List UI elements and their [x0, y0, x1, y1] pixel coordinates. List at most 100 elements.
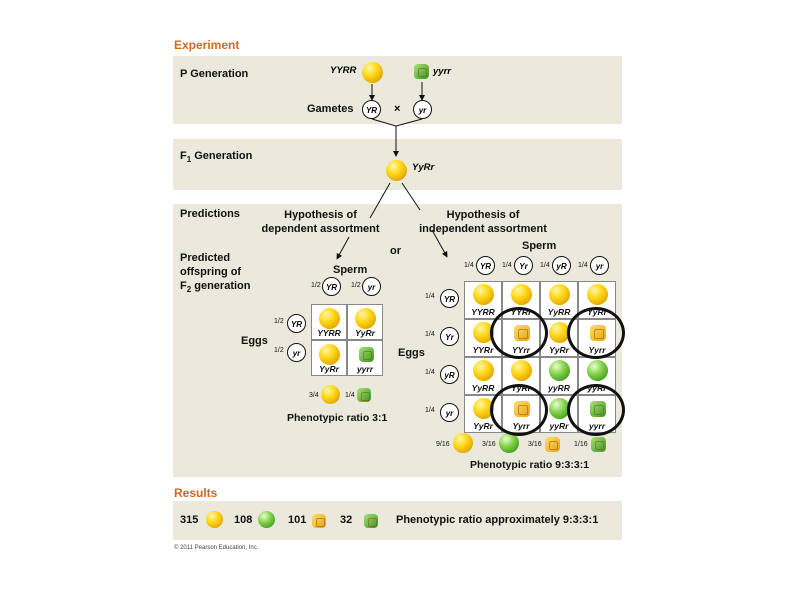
gamete-left: YR	[362, 100, 381, 119]
sperm-fraction: 1/4	[540, 262, 550, 269]
cell-genotype: YYRR	[317, 328, 341, 338]
independent-sperm-label: Sperm	[522, 240, 557, 252]
ratio-fraction: 1/4	[345, 392, 355, 399]
punnett-cell: YyRR	[540, 281, 578, 319]
punnett-cell: YyRR	[464, 357, 502, 395]
emphasis-circle	[567, 307, 625, 359]
sperm-allele: yR	[552, 256, 571, 275]
yellow-round-pea-icon	[549, 284, 570, 305]
cell-genotype: YyRR	[547, 307, 571, 317]
sperm-allele: YR	[322, 277, 341, 296]
yellow-round-pea-icon	[473, 398, 494, 419]
egg-fraction: 1/4	[425, 331, 435, 338]
ratio-fraction: 9/16	[436, 441, 450, 448]
copyright-text: © 2011 Pearson Education, Inc.	[174, 545, 259, 551]
egg-allele: yR	[440, 365, 459, 384]
egg-fraction: 1/2	[274, 347, 284, 354]
gamete-right: yr	[413, 100, 432, 119]
cell-genotype: yyRR	[548, 383, 570, 393]
yellow-round-pea-icon	[473, 360, 494, 381]
punnett-cell: YYRR	[464, 281, 502, 319]
cell-genotype: yyrr	[356, 364, 374, 374]
or-label: or	[390, 245, 401, 257]
green-wrinkled-pea-icon	[359, 347, 374, 362]
f1-label: F1 Generation	[180, 150, 253, 165]
independent-ratio-text: Phenotypic ratio 9:3:3:1	[470, 459, 590, 471]
punnett-cell: YYRR	[311, 304, 347, 340]
yellow-round-pea-icon	[319, 344, 340, 365]
dependent-sperm-label: Sperm	[333, 264, 368, 276]
punnett-cell: yyRR	[540, 357, 578, 395]
yellow-round-pea-icon	[319, 308, 340, 329]
yellow-round-pea-icon	[355, 308, 376, 329]
gametes-label: Gametes	[307, 103, 354, 115]
egg-allele: yr	[440, 403, 459, 422]
sperm-allele: yr	[362, 277, 381, 296]
punnett-cell: YyRr	[311, 340, 347, 376]
sperm-allele: Yr	[514, 256, 533, 275]
emphasis-circle	[490, 384, 548, 436]
green-wrinkled-pea-icon	[414, 64, 429, 79]
cross-symbol: ×	[394, 103, 401, 115]
yellow-wrinkled-pea-icon	[312, 514, 326, 528]
cell-genotype: YyRr	[473, 421, 493, 431]
result-count: 101	[288, 514, 307, 526]
sperm-fraction: 1/4	[578, 262, 588, 269]
egg-fraction: 1/4	[425, 407, 435, 414]
yellow-round-pea-icon	[511, 284, 532, 305]
green-round-pea-icon	[258, 511, 275, 528]
f1-yellow-round-pea-icon	[386, 160, 407, 181]
green-wrinkled-pea-icon	[357, 388, 371, 402]
sperm-fraction: 1/4	[502, 262, 512, 269]
egg-allele: YR	[440, 289, 459, 308]
green-wrinkled-pea-icon	[364, 514, 378, 528]
yellow-round-pea-icon	[473, 284, 494, 305]
yellow-round-pea-icon	[453, 433, 473, 453]
sperm-fraction: 1/4	[464, 262, 474, 269]
dependent-ratio-text: Phenotypic ratio 3:1	[287, 412, 388, 424]
sperm-fraction: 1/2	[311, 282, 321, 289]
result-count: 32	[340, 514, 353, 526]
yellow-round-pea-icon	[321, 385, 340, 404]
cell-genotype: YyRR	[471, 383, 495, 393]
results-title: Results	[174, 486, 218, 500]
cell-genotype: yyRr	[549, 421, 569, 431]
green-round-pea-icon	[549, 360, 570, 381]
ratio-fraction: 3/16	[482, 441, 496, 448]
punnett-cell: YyRr	[347, 304, 383, 340]
green-round-pea-icon	[549, 398, 570, 419]
emphasis-circle	[567, 384, 625, 436]
predictions-label: Predictions	[180, 208, 240, 220]
egg-fraction: 1/2	[274, 318, 284, 325]
egg-fraction: 1/4	[425, 369, 435, 376]
result-count: 108	[234, 514, 253, 526]
yellow-round-pea-icon	[549, 322, 570, 343]
ratio-fraction: 3/16	[528, 441, 542, 448]
yellow-round-pea-icon	[511, 360, 532, 381]
yellow-round-pea-icon	[362, 62, 383, 83]
dependent-eggs-label: Eggs	[241, 335, 268, 347]
result-count: 315	[180, 514, 199, 526]
yellow-round-pea-icon	[473, 322, 494, 343]
yellow-round-pea-icon	[587, 284, 608, 305]
yellow-round-pea-icon	[206, 511, 223, 528]
green-wrinkled-pea-icon	[591, 437, 606, 452]
egg-allele: Yr	[440, 327, 459, 346]
sperm-fraction: 1/2	[351, 282, 361, 289]
cell-genotype: YyRr	[549, 345, 569, 355]
p-generation-panel	[173, 56, 622, 124]
emphasis-circle	[490, 307, 548, 359]
predicted-offspring-label: Predicted offspring of F2 generation	[180, 252, 251, 295]
results-panel	[173, 501, 622, 540]
sperm-allele: YR	[476, 256, 495, 275]
experiment-title: Experiment	[174, 38, 240, 52]
independent-eggs-label: Eggs	[398, 347, 425, 359]
yellow-wrinkled-pea-icon	[545, 437, 560, 452]
cell-genotype: YYRr	[472, 345, 494, 355]
egg-allele: yr	[287, 343, 306, 362]
p-right-genotype: yyrr	[433, 66, 451, 77]
p-left-genotype: YYRR	[330, 65, 357, 76]
egg-allele: YR	[287, 314, 306, 333]
